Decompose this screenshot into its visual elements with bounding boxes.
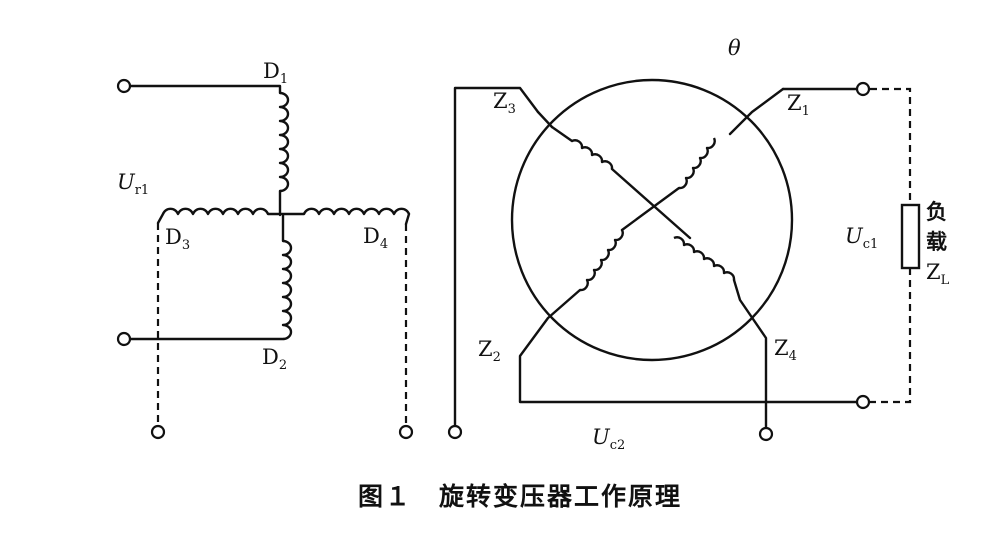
terminal-d3 — [150, 424, 166, 440]
wire-z3-center — [610, 167, 692, 240]
coil-rotor-z1 — [678, 137, 716, 190]
stator-circuit — [116, 78, 414, 440]
rotor-circle — [510, 78, 794, 362]
label-d4: D4 — [363, 224, 388, 252]
label-load-line1: 负 — [926, 200, 947, 224]
label-z1: Z1 — [787, 91, 810, 119]
coil-d2 — [281, 239, 293, 341]
terminal-uc1-top — [855, 81, 871, 97]
coil-rotor-z2 — [579, 229, 624, 292]
terminal-z3 — [447, 424, 463, 440]
terminal-input-top — [116, 78, 132, 94]
wire-z1-outer — [728, 87, 785, 136]
load-resistor — [900, 203, 921, 270]
label-uc2: Uc2 — [592, 425, 625, 453]
label-z3: Z3 — [493, 89, 516, 117]
load-wire-bottom — [870, 268, 912, 404]
label-d2: D2 — [262, 345, 287, 373]
figure-caption: 图１ 旋转变压器工作原理 — [358, 482, 682, 511]
coil-d3 — [161, 207, 270, 216]
label-theta: θ — [728, 36, 741, 60]
terminal-input-bottom — [116, 331, 132, 347]
label-load-line2: 载 — [926, 230, 947, 254]
wire-z1-center — [620, 186, 681, 232]
coil-d4 — [302, 207, 411, 216]
terminal-uc1-bottom — [855, 394, 871, 410]
label-z4: Z4 — [774, 336, 797, 364]
wire-z3-lead — [453, 86, 540, 427]
label-d3: D3 — [165, 225, 190, 253]
wire-d3-left-drop — [156, 212, 165, 225]
wire-z2-outer — [518, 288, 862, 404]
coil-rotor-z4 — [673, 236, 736, 281]
wire-d4-right-drop — [404, 212, 411, 226]
coil-d1 — [278, 91, 290, 193]
label-d1: D1 — [263, 59, 288, 87]
terminal-d4 — [398, 424, 414, 440]
label-load-zl: ZL — [926, 260, 950, 288]
labels: D1 D2 D3 D4 Ur1 θ Z3 Z1 Z2 Z4 Uc1 Uc2 负 … — [117, 36, 950, 453]
wire-input-top — [129, 84, 282, 95]
rotor-circuit — [447, 78, 921, 442]
label-ur1: Ur1 — [117, 170, 149, 198]
wire-z3-winding — [550, 125, 574, 143]
wire-z4-outer — [732, 278, 768, 430]
label-z2: Z2 — [478, 337, 501, 365]
label-uc1: Uc1 — [845, 224, 878, 252]
terminal-z4 — [758, 426, 774, 442]
coil-rotor-z3 — [571, 139, 614, 170]
load-wire-top — [870, 87, 912, 205]
wire-z3-outer — [536, 110, 554, 129]
